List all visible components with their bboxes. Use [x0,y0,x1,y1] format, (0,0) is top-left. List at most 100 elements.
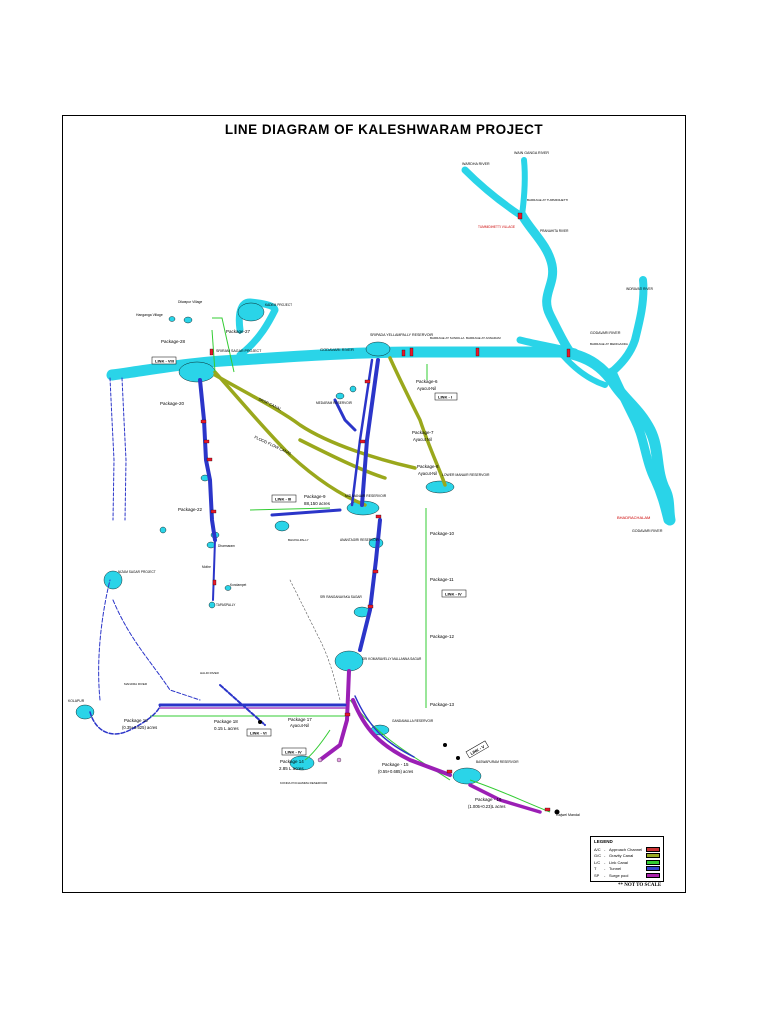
label-p8: Package-8 [417,464,439,469]
link-box-4b: LINK - IV [281,747,307,756]
tunnel-package22 [212,539,216,601]
surge-pool-3 [443,743,447,747]
surge-pool-5 [258,720,262,724]
link-boxes: LINK - VIII LINK - I LINK - III LINK - I… [151,356,489,759]
label-godavari-mid: GODAVARI RIVER [320,347,354,352]
tunnel-medigadda [333,398,357,432]
label-kadem: KADEM PROJECT [265,303,292,307]
link-box-8: LINK - VIII [151,356,177,365]
tunnel-link2 [360,358,380,507]
label-barrage-annaram: BARRAGE AT ANNARAM [466,336,501,340]
small-lake-4 [159,526,167,534]
surge-pools [258,720,560,815]
legend-code: G/C [594,853,602,859]
label-gajwel: Gajwel Mandal [556,813,580,817]
surge-pool-2 [317,757,323,763]
label-gandamalla: GANDAMALLA RESERVOIR [392,719,434,723]
label-p12: Package-12 [430,634,455,639]
river-network [106,157,676,526]
konda-pochamma [289,755,315,771]
label-link3: LINK - III [275,497,291,502]
label-indravati: INDRAVATI RIVER [626,287,654,291]
small-lake-8 [183,316,193,324]
label-p18: Package 18 [214,719,238,724]
legend-swatch-link [646,859,660,865]
gravity-canals [213,356,447,507]
tunnel-link7b [121,377,127,521]
marker-sundilla [409,347,414,357]
kadem-reservoir [237,302,265,322]
label-hanganga: Hanganga Village [136,313,163,317]
label-p20: Package-20 [160,401,185,406]
small-lake-6 [335,392,345,400]
pipeline-main [318,669,351,762]
marker-p20-b [203,439,210,444]
legend-swatch-gravity [646,853,660,859]
label-p17-sub: Ayacut-Nil [290,723,309,728]
legend-code: A/C [594,846,601,852]
small-lake-9 [168,316,176,322]
label-link8: LINK - VIII [155,359,174,364]
marker-link4-b [372,569,379,574]
link-canal-16 [469,779,551,813]
link-box-6: LINK - VI [246,728,272,737]
legend-code: L/C [594,859,601,865]
label-p8-sub: Ayacut-Nil [418,471,437,476]
tunnel-mid [270,508,342,517]
label-p16: Package - 16 [475,797,502,802]
label-barrage-medigadda: BARRAGE AT MEDIGADDA [590,342,628,346]
pranahita-river [517,210,577,360]
label-mid-manair: MID MANAIR RESERVOIR [345,494,387,498]
label-p6: Package-6 [416,379,438,384]
link-box-3: LINK - III [271,494,297,503]
godavari-north [516,336,579,356]
label-barrage-tummidihetti: BARRAGE AT TUMMIDIHETTI [527,198,568,202]
label-link4b: LINK - IV [285,750,302,755]
marker-p22-b [212,579,217,586]
link-canal-west [211,329,216,373]
marker-p16 [544,807,551,812]
marker-link4-c [367,604,374,609]
srsp-reservoir [178,361,216,383]
marker-sripada [401,349,406,357]
label-p6-sub: Ayacut-Nil [417,386,436,391]
label-p7: Package-7 [412,430,434,435]
label-konda: KONDA POCHAMMA RESERVOIR [280,781,328,785]
label-kondampet: Kondampet [230,583,246,587]
label-p19-sub: (0.35+0.625) acres [122,725,157,730]
marker-link2-b [359,439,366,444]
pipeline-sw-diagonal [219,684,266,726]
mallanna-sagar [334,650,364,672]
legend-name: Tunnel [609,866,622,872]
label-link6: LINK - VI [250,731,267,736]
label-p9: Package-9 [304,494,326,499]
wardha-river [461,166,524,219]
medaram [274,520,290,532]
legend-row: SP- Surge pool [591,872,663,879]
surge-pool-4 [456,756,460,760]
wainganga-river [519,157,528,218]
label-p15: Package - 15 [382,762,409,767]
not-to-scale-note: ** NOT TO SCALE [618,883,662,888]
label-lower-manair: LOWER MANAIR RESERVOIR [442,473,490,477]
pipeline-south [468,783,542,814]
label-tummidihetti: TUMMIDIHETTI VILLAGE [478,225,515,229]
marker-p20-c [206,457,213,462]
pipelines [89,579,542,814]
label-sripada: SRIPADA YELLAMPALLY RESERVOIR [370,333,434,337]
legend-name: Surge pool [609,872,629,878]
marker-p22-a [210,509,217,514]
label-godavari-right: GODAVARI RIVER [590,331,621,335]
label-p22: Package-22 [178,507,203,512]
pipeline-south-west [112,599,201,701]
pipeline-kolapur [89,704,161,735]
small-lake-5 [208,601,216,609]
link-canal-9 [249,507,331,511]
pipeline-link7 [98,579,111,701]
label-godavari-south: GODAVARI RIVER [632,529,663,533]
label-p14-sub: 2.85 L acres [279,766,304,771]
label-anantagiri: ANANTAGIRI RESERVOIR [340,538,380,542]
legend-swatch-surge [646,872,660,878]
tunnel-link4 [358,518,382,652]
